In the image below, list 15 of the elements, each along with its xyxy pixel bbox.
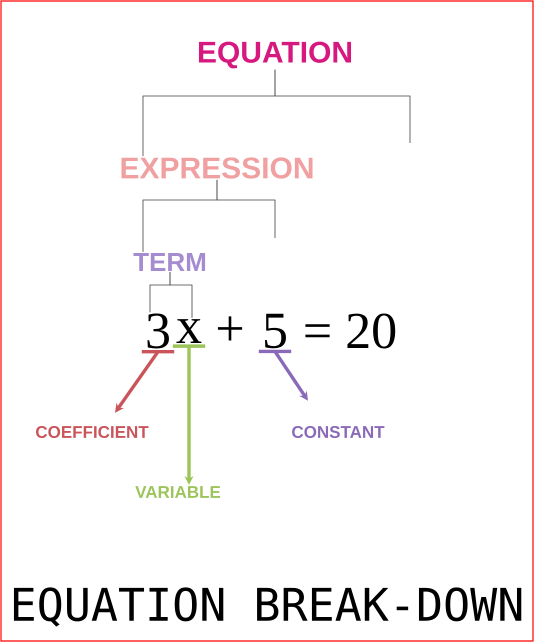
equation-symbol: + — [218, 316, 242, 341]
bracket-line — [274, 69, 410, 144]
equation-symbol: 3 — [148, 314, 169, 348]
equation-symbol: = 20 — [305, 313, 396, 349]
bracket-line — [216, 179, 276, 238]
word-label: CONSTANT — [292, 426, 384, 438]
word-label: TERM — [133, 253, 206, 271]
equation-symbol: x — [176, 319, 202, 343]
word-label: EQUATION — [198, 42, 352, 68]
equation-symbol: 5 — [265, 314, 286, 348]
word-label: EXPRESSION — [121, 157, 313, 179]
caption: EQUATION BREAK-DOWN — [14, 587, 522, 627]
bracket-line — [170, 272, 192, 318]
word-label: VARIABLE — [135, 486, 220, 498]
word-label: COEFFICIENT — [36, 426, 148, 438]
